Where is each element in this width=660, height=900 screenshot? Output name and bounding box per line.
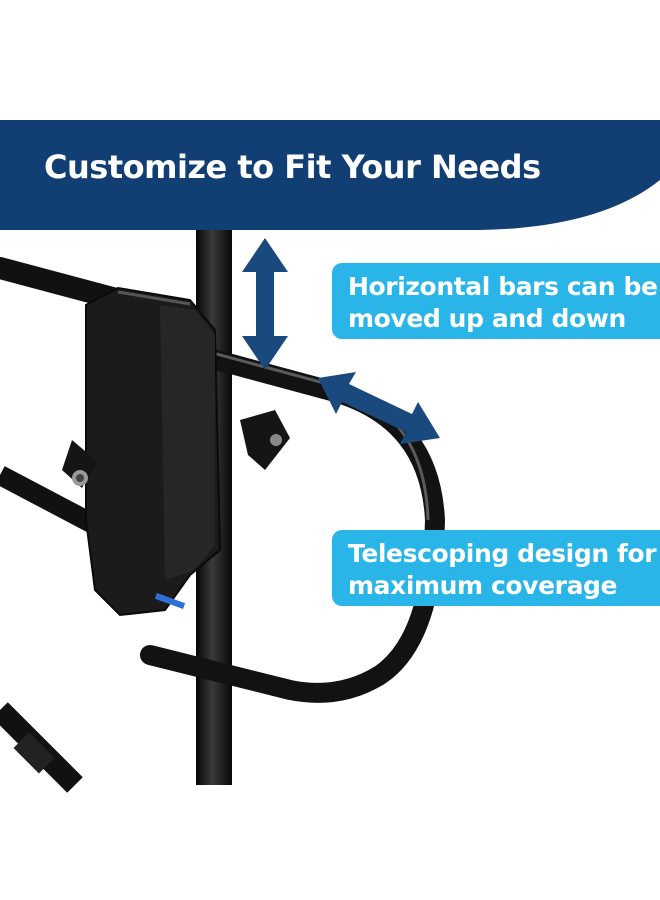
- blue-washer: [154, 593, 186, 609]
- banner-title: Customize to Fit Your Needs: [44, 148, 541, 186]
- upper-horizontal-bar: [0, 257, 131, 311]
- lower-horizontal-bar: [0, 466, 100, 534]
- callout-line: Telescoping design for: [348, 539, 657, 568]
- callout-horizontal-bars: Horizontal bars can be moved up and down: [332, 263, 660, 339]
- right-wing-knob: [240, 410, 290, 470]
- diagonal-double-arrow-icon: [318, 372, 440, 444]
- title-banner: [0, 120, 660, 230]
- callout-line: maximum coverage: [348, 571, 618, 600]
- callout-telescoping: Telescoping design for maximum coverage: [332, 530, 660, 606]
- bottom-left-joint: [13, 732, 55, 774]
- callout-line: moved up and down: [348, 304, 626, 333]
- clamp-bracket-inner: [160, 305, 215, 580]
- bracket-highlight: [117, 290, 191, 306]
- vertical-double-arrow-icon: [242, 238, 288, 370]
- left-wing-knob: [62, 440, 98, 488]
- callout-line: Horizontal bars can be: [348, 272, 658, 301]
